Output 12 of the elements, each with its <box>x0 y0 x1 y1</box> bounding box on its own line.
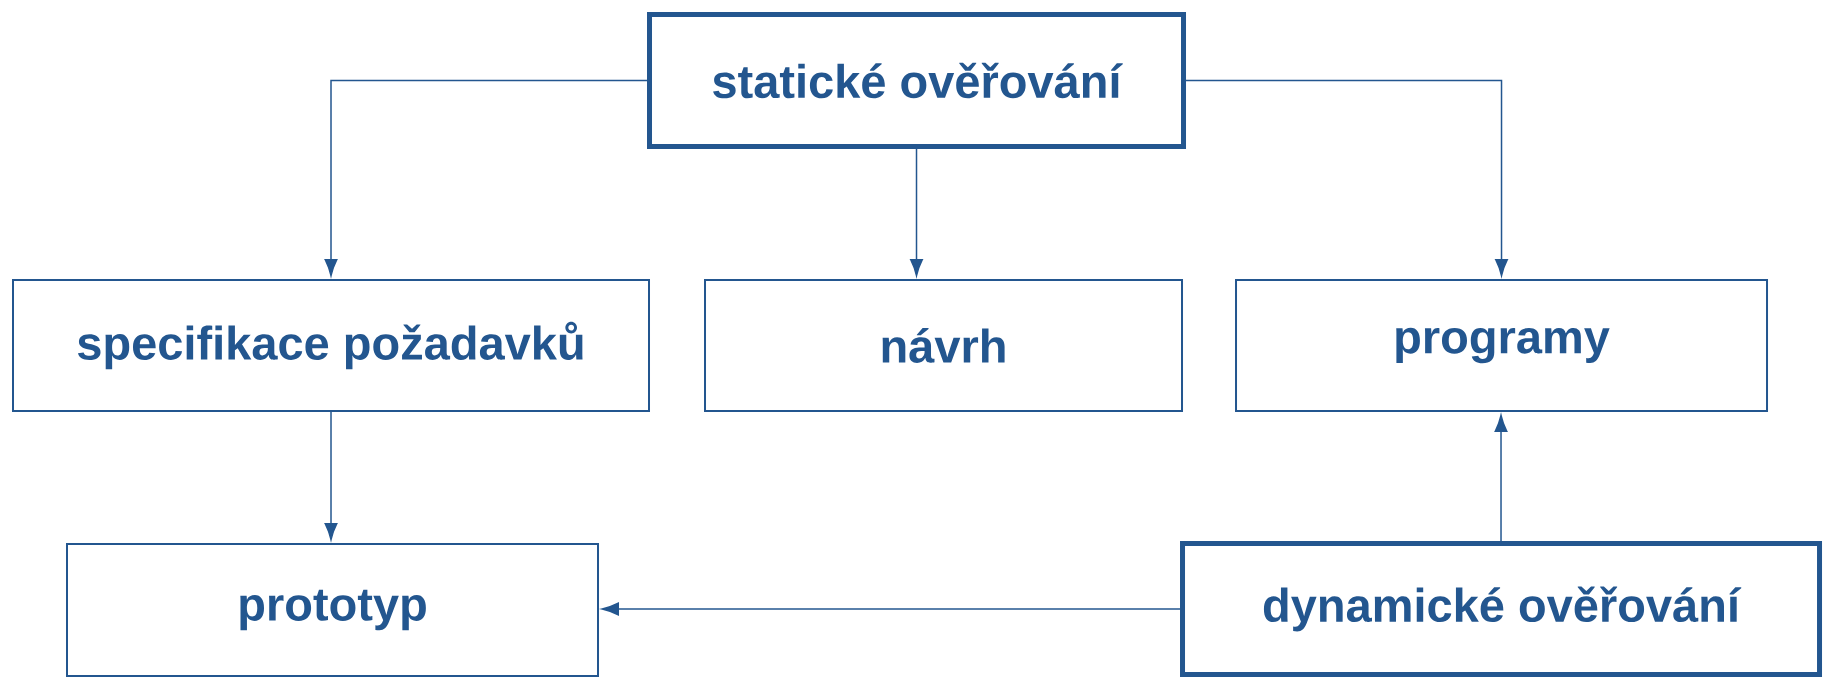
process-box: programy <box>1235 279 1768 412</box>
arrow <box>1185 79 1508 277</box>
arrow <box>1494 414 1508 542</box>
arrow <box>324 79 648 277</box>
process-box: specifikace požadavků <box>12 279 650 412</box>
process-box: návrh <box>704 279 1183 412</box>
process-box: statické ověřování <box>647 12 1186 149</box>
process-box: prototyp <box>66 543 599 677</box>
arrow <box>324 411 338 541</box>
arrow <box>601 602 1181 616</box>
process-box: dynamické ověřování <box>1180 541 1822 677</box>
arrow <box>910 148 923 277</box>
